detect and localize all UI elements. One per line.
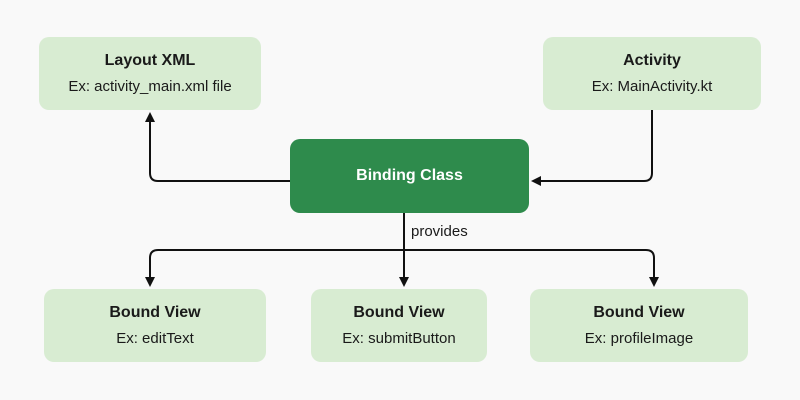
arrow-to-bound-view-3: [645, 249, 659, 287]
node-activity-title: Activity: [623, 51, 681, 69]
node-activity-subtitle: Ex: MainActivity.kt: [591, 77, 713, 95]
edge-label-provides: provides: [411, 223, 468, 240]
node-activity: Activity Ex: MainActivity.kt: [543, 37, 761, 110]
node-binding-class: Binding Class: [290, 139, 529, 213]
node-layout-xml: Layout XML Ex: activity_main.xml file: [39, 37, 261, 110]
arrow-to-bound-view-1: [145, 249, 159, 287]
node-bound-view-3: Bound View Ex: profileImage: [530, 289, 748, 362]
node-layout-xml-subtitle: Ex: activity_main.xml file: [68, 77, 232, 95]
node-bound-view-2-title: Bound View: [353, 303, 445, 321]
node-bound-view-3-title: Bound View: [593, 303, 685, 321]
node-bound-view-1: Bound View Ex: editText: [44, 289, 266, 362]
node-bound-view-3-subtitle: Ex: profileImage: [584, 329, 694, 347]
node-bound-view-1-title: Bound View: [109, 303, 201, 321]
arrow-binding-to-layout: [145, 112, 290, 182]
node-bound-view-2-subtitle: Ex: submitButton: [342, 329, 456, 347]
node-layout-xml-title: Layout XML: [104, 51, 196, 69]
arrow-activity-to-binding: [531, 110, 653, 186]
node-bound-view-2: Bound View Ex: submitButton: [311, 289, 487, 362]
node-bound-view-1-subtitle: Ex: editText: [116, 329, 194, 347]
node-binding-class-title: Binding Class: [356, 167, 463, 184]
